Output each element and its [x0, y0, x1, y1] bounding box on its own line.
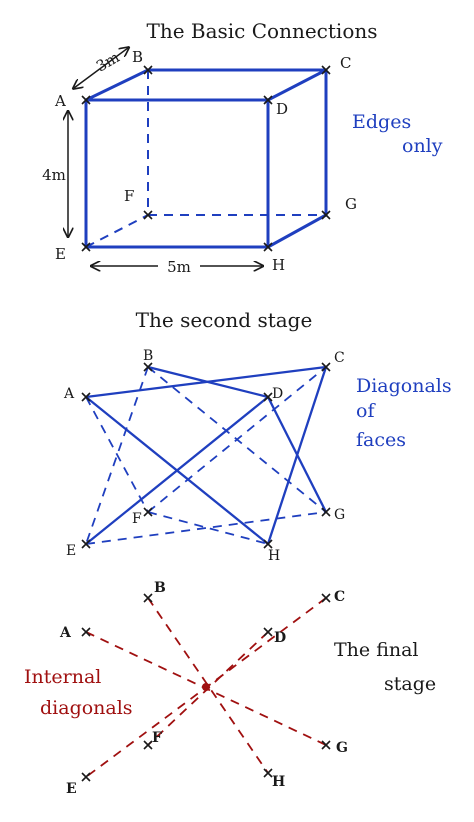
label2-E: E [66, 543, 76, 559]
label3-D: D [274, 630, 286, 646]
vertex2-B [143, 362, 153, 372]
diag-FH [147, 511, 269, 545]
edge-EF [85, 214, 149, 248]
label2-G: G [334, 507, 345, 523]
diag-CH [266, 366, 328, 545]
section-final-stage: A B C D E F G H The final stage Internal… [24, 580, 436, 797]
vertex-B [143, 65, 153, 75]
label3-B: B [154, 580, 166, 596]
vertex3-D [263, 627, 273, 637]
vertex2-H [263, 539, 273, 549]
diag-BD [147, 365, 269, 399]
vertex2-F [143, 507, 153, 517]
vertex3-H [263, 768, 273, 778]
vertex2-E [81, 539, 91, 549]
label-E: E [55, 245, 66, 263]
label3-H: H [272, 774, 285, 790]
face-diagonals-solid [85, 365, 328, 545]
section1-note-line2: only [402, 135, 443, 157]
vertex3-B [143, 593, 153, 603]
label-H: H [272, 256, 285, 274]
label-C: C [340, 54, 351, 72]
vertex-A [81, 95, 91, 105]
vertex3-A [81, 627, 91, 637]
internal-diag-BH [147, 597, 269, 774]
dimension-depth-arrow [74, 48, 128, 88]
section-second-stage: The second stage [63, 308, 452, 564]
label-B: B [132, 48, 143, 66]
dimension-width-label: 5m [167, 258, 191, 276]
section2-note-line2: of [356, 400, 376, 422]
section3-note-line2: diagonals [40, 697, 133, 719]
edge-DC [266, 68, 328, 102]
section1-title: The Basic Connections [146, 19, 377, 43]
face-diagonals-hidden [85, 366, 327, 545]
section3-title-line2: stage [384, 673, 436, 695]
section3-note-line1: Internal [24, 666, 101, 688]
label2-F: F [132, 511, 142, 527]
label2-C: C [334, 350, 345, 366]
diag-EG [85, 511, 327, 545]
section2-title: The second stage [136, 308, 313, 332]
label3-E: E [66, 781, 77, 797]
cube-edges [84, 68, 328, 249]
label2-D: D [272, 386, 283, 402]
diag-AF [85, 396, 149, 513]
vertex2-A [81, 392, 91, 402]
diag-ED [85, 396, 269, 545]
section1-note-line1: Edges [352, 111, 411, 133]
section3-title-line1: The final [334, 639, 419, 661]
diag-FC [147, 366, 327, 513]
label3-F: F [152, 730, 162, 746]
label-D: D [276, 100, 288, 118]
vertex-H [263, 242, 273, 252]
vertex3-E [81, 772, 91, 782]
section2-note-line1: Diagonals [356, 375, 452, 397]
vertex-E [81, 242, 91, 252]
vertex-F [143, 210, 153, 220]
vertex2-G [321, 507, 331, 517]
intersection-point [202, 683, 210, 691]
vertex3-G [321, 740, 331, 750]
vertex-D [263, 95, 273, 105]
edge-AB [84, 68, 150, 102]
vertex3-C [321, 593, 331, 603]
edge-HG [266, 213, 328, 249]
label3-C: C [334, 589, 345, 605]
label3-G: G [336, 740, 348, 756]
vertex-G [321, 210, 331, 220]
label2-B: B [143, 348, 153, 364]
dimension-height-label: 4m [42, 166, 66, 184]
label-G: G [345, 195, 357, 213]
label3-A: A [59, 625, 72, 641]
vertex2-D [263, 392, 273, 402]
section-basic-connections: The Basic Connections [42, 19, 443, 276]
vertex3-F [143, 740, 153, 750]
label-A: A [54, 92, 66, 110]
label2-A: A [63, 386, 75, 402]
vertex-crosses [81, 65, 331, 252]
vertex2-C [321, 362, 331, 372]
cube-hidden-edges [85, 70, 326, 248]
section2-note-line3: faces [356, 429, 406, 451]
label2-H: H [268, 548, 280, 564]
label-F: F [124, 187, 134, 205]
vertex-C [321, 65, 331, 75]
